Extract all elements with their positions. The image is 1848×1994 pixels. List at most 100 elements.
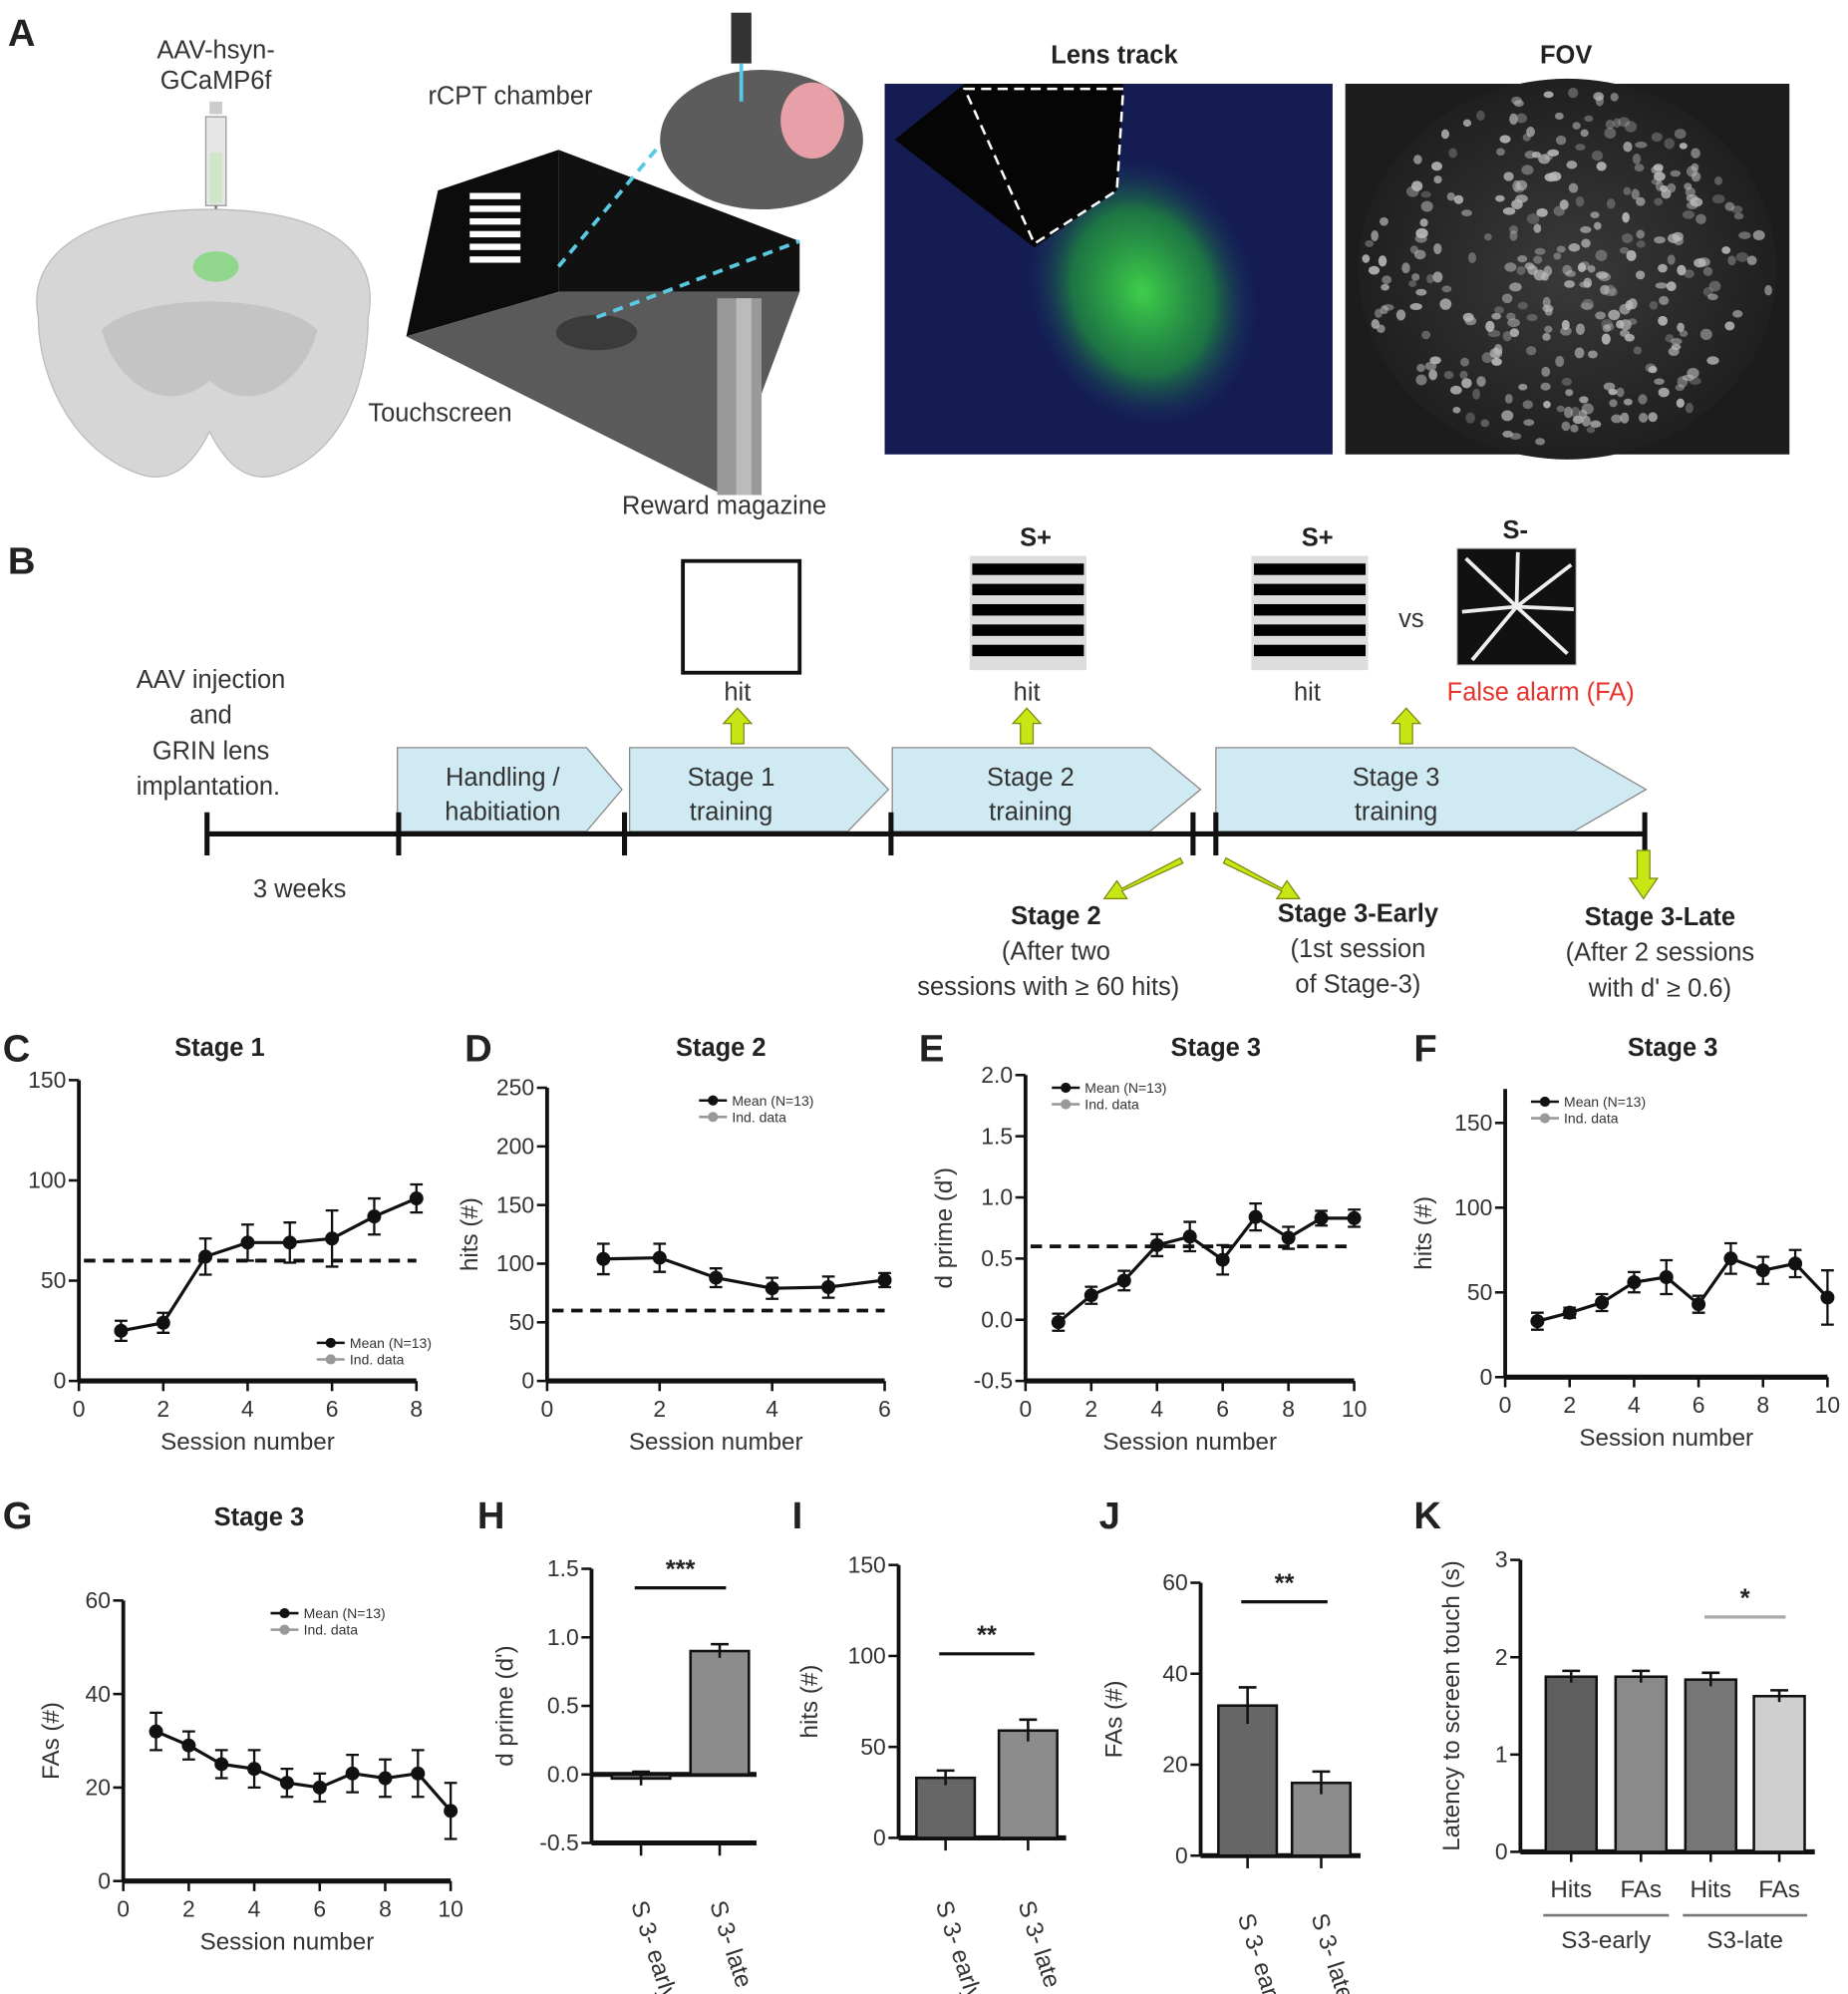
mean-point xyxy=(652,1250,667,1265)
cell-mark xyxy=(1440,129,1449,140)
cell-mark xyxy=(1521,165,1534,175)
cell-mark xyxy=(1411,180,1423,191)
stimulus-s-plus-stage2 xyxy=(969,555,1086,671)
y-tick-label: 40 xyxy=(85,1681,110,1707)
y-tick-label: 150 xyxy=(28,1067,66,1093)
mean-point xyxy=(149,1724,163,1739)
bar xyxy=(1614,1675,1669,1853)
up-arrow-icons xyxy=(722,707,1422,745)
mean-point xyxy=(765,1281,779,1296)
cell-mark xyxy=(1462,312,1474,322)
cell-mark xyxy=(1676,398,1685,408)
cell-mark xyxy=(1679,143,1688,150)
cell-mark xyxy=(1580,129,1589,138)
cell-mark xyxy=(1487,330,1501,338)
cell-mark xyxy=(1686,166,1698,177)
cell-mark xyxy=(1499,135,1511,144)
reward-magazine-label: Reward magazine xyxy=(622,493,826,520)
chart-title: Stage 3 xyxy=(1171,1034,1262,1062)
mean-point xyxy=(1530,1314,1545,1329)
y-tick-label: 0.0 xyxy=(981,1306,1013,1332)
mean-point xyxy=(821,1279,836,1295)
cell-mark xyxy=(1462,119,1472,128)
rcpt-chamber-illustration xyxy=(406,113,800,496)
cell-mark xyxy=(1535,438,1546,446)
cell-mark xyxy=(1540,382,1551,391)
hit-label: hit xyxy=(1014,679,1041,707)
significance-label: *** xyxy=(666,1555,696,1583)
legend-mean-marker xyxy=(708,1095,719,1106)
cell-mark xyxy=(1654,378,1665,385)
cell-mark xyxy=(1708,280,1721,292)
cell-mark xyxy=(1608,309,1621,321)
panel-label-g: G xyxy=(3,1495,33,1537)
cell-mark xyxy=(1568,243,1581,252)
legend-mean-marker xyxy=(1061,1082,1072,1094)
injection-text-line: AAV injection xyxy=(137,666,286,694)
error-bar xyxy=(711,1642,729,1658)
stage-annotations: Stage 2 (After two sessions with ≥ 60 hi… xyxy=(917,899,1754,1002)
cell-mark xyxy=(1622,211,1630,223)
cell-mark xyxy=(1667,254,1676,265)
cell-mark xyxy=(1553,252,1562,260)
cell-mark xyxy=(1674,129,1687,140)
cell-mark xyxy=(1556,405,1565,413)
cell-mark xyxy=(1509,224,1519,234)
cell-mark xyxy=(1480,419,1490,428)
x-tick-label: 6 xyxy=(326,1396,339,1422)
mean-point xyxy=(378,1771,393,1786)
panel-label-b: B xyxy=(8,539,36,582)
cell-mark xyxy=(1547,149,1560,157)
y-tick-label: 40 xyxy=(1162,1660,1187,1686)
cell-mark xyxy=(1375,308,1383,318)
stage-label: habitiation xyxy=(445,798,560,826)
cell-mark xyxy=(1536,207,1548,217)
injection-label-1: AAV-hsyn- xyxy=(156,37,274,65)
y-tick-label: 1.0 xyxy=(981,1184,1013,1210)
injection-text-line: GRIN lens xyxy=(153,737,269,765)
cell-mark xyxy=(1618,117,1630,128)
cell-mark xyxy=(1648,365,1658,374)
y-tick-label: 1 xyxy=(1495,1741,1508,1767)
x-axis-label: Session number xyxy=(1102,1429,1277,1456)
y-axis-label: hits (#) xyxy=(457,1197,483,1271)
mean-line xyxy=(154,1730,453,1813)
y-tick-label: 50 xyxy=(1467,1279,1492,1305)
cell-mark xyxy=(1532,152,1541,159)
cell-mark xyxy=(1623,398,1633,406)
cell-mark xyxy=(1686,194,1698,202)
bar xyxy=(1217,1704,1279,1857)
mean-point xyxy=(709,1270,724,1285)
mean-point xyxy=(1083,1288,1098,1303)
cell-mark xyxy=(1538,154,1551,165)
mean-point xyxy=(1248,1209,1263,1224)
y-tick-label: 1.5 xyxy=(547,1555,579,1581)
error-bar xyxy=(1312,1770,1331,1795)
stage-arrow-stage1 xyxy=(629,747,890,832)
brain-section-illustration xyxy=(36,208,371,479)
x-tick-label: 2 xyxy=(1563,1392,1576,1418)
hit-label: hit xyxy=(1294,679,1321,707)
cell-mark xyxy=(1609,399,1618,408)
y-tick-label: 0 xyxy=(521,1368,534,1394)
x-tick-label: 10 xyxy=(1815,1392,1840,1418)
y-tick-label: 150 xyxy=(496,1191,534,1217)
cell-mark xyxy=(1581,415,1591,427)
cell-mark xyxy=(1564,406,1573,419)
mean-point xyxy=(409,1191,424,1206)
fov-image xyxy=(1345,78,1790,460)
mean-point xyxy=(1149,1237,1164,1252)
cell-mark xyxy=(1624,121,1638,133)
cell-mark xyxy=(1459,357,1469,367)
mean-point xyxy=(247,1762,262,1777)
cell-mark xyxy=(1711,194,1725,204)
y-tick-label: 0 xyxy=(1175,1842,1188,1868)
cell-mark xyxy=(1467,252,1477,263)
cell-mark xyxy=(1752,229,1765,241)
legend-ind-marker xyxy=(1539,1113,1551,1124)
cell-mark xyxy=(1631,188,1640,200)
cell-mark xyxy=(1605,120,1615,130)
y-axis-label: Latency to screen touch (s) xyxy=(1438,1560,1465,1851)
injection-text-line: and xyxy=(189,702,231,730)
